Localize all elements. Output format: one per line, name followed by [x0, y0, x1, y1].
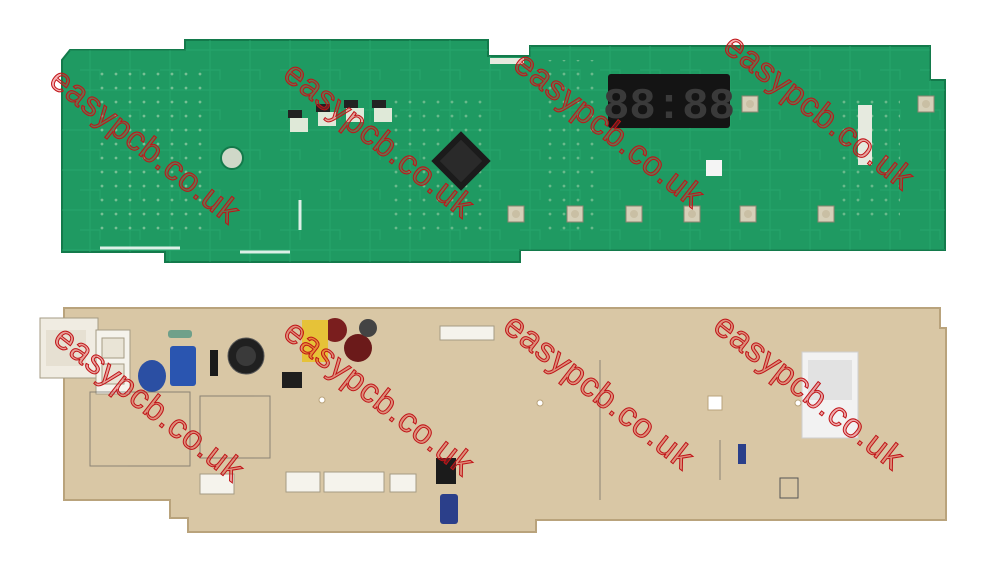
microcontroller-chip	[431, 131, 491, 191]
relay-component	[39, 317, 99, 379]
tan-board	[39, 307, 947, 533]
green-board: 88:88	[61, 39, 946, 263]
tactile-buttons	[507, 95, 935, 223]
display-readout: 88:88	[603, 82, 735, 132]
seven-segment-display: 88:88	[603, 74, 735, 132]
label-sticker	[801, 351, 859, 439]
